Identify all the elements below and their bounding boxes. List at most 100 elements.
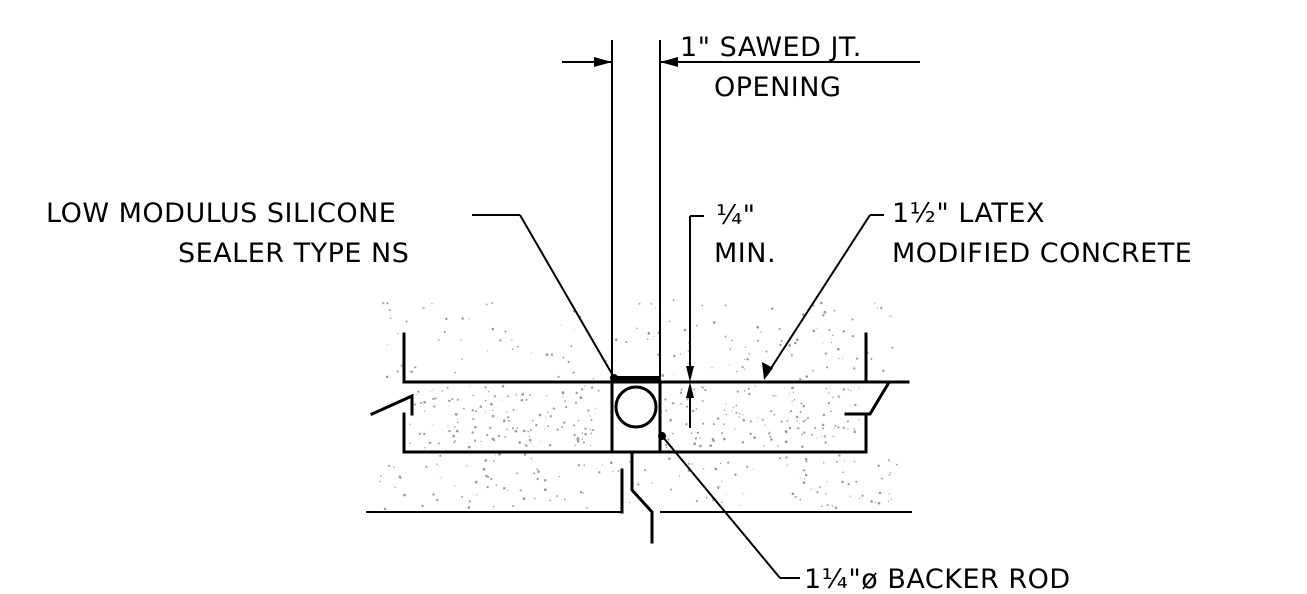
speckle-dot (430, 390, 432, 392)
speckle-dot (804, 458, 808, 461)
speckle-dot (721, 480, 723, 483)
speckle-dot (826, 481, 828, 483)
speckle-dot (617, 469, 620, 472)
speckle-dot (823, 310, 827, 314)
speckle-dot (493, 439, 496, 442)
speckle-dot (425, 465, 428, 468)
speckle-dot (779, 343, 782, 347)
speckle-dot (799, 498, 802, 501)
speckle-dot (748, 353, 751, 355)
speckle-dot (432, 493, 435, 496)
speckle-dot (414, 366, 417, 369)
speckle-dot (506, 411, 508, 413)
speckle-dot (794, 341, 797, 345)
speckle-dot (484, 459, 488, 462)
speckle-dot (493, 395, 496, 398)
speckle-dot (573, 433, 576, 437)
speckle-dot (816, 437, 818, 439)
speckle-dot (543, 488, 547, 492)
speckle-dot (439, 477, 441, 479)
speckle-dot (838, 357, 840, 359)
speckle-dot (474, 480, 478, 484)
speckle-dot (834, 506, 838, 510)
speckle-dot (467, 445, 471, 449)
speckle-dot (825, 387, 828, 390)
speckle-dot (799, 378, 802, 381)
speckle-dot (516, 345, 519, 348)
speckle-dot (770, 410, 773, 413)
speckle-dot (530, 457, 533, 460)
speckle-dot (716, 417, 720, 420)
speckle-dot (858, 497, 861, 500)
speckle-dot (699, 444, 702, 448)
speckle-dot (669, 418, 672, 422)
speckle-dot (823, 435, 826, 438)
speckle-dot (528, 438, 532, 442)
speckle-dot (508, 419, 511, 422)
speckle-dot (389, 317, 392, 320)
speckle-dot (579, 396, 582, 398)
speckle-dot (628, 461, 631, 463)
speckle-dot (738, 412, 741, 415)
speckle-dot (731, 339, 733, 342)
speckle-dot (547, 411, 549, 413)
speckle-dot (711, 366, 713, 369)
speckle-dot (680, 402, 683, 405)
speckle-dot (487, 390, 490, 393)
speckle-dot (380, 475, 382, 477)
overlay-leader (762, 214, 884, 380)
speckle-dot (741, 441, 745, 444)
speckle-dot (447, 425, 449, 427)
speckle-dot (680, 388, 683, 391)
speckle-dot (712, 439, 715, 442)
speckle-dot (485, 474, 488, 478)
speckle-dot (671, 402, 674, 405)
speckle-dot (728, 364, 730, 366)
speckle-dot (858, 418, 860, 421)
speckle-dot (466, 465, 468, 467)
speckle-dot (826, 504, 829, 507)
joint-cavity (610, 376, 662, 454)
speckle-dot (842, 426, 845, 429)
speckle-dot (474, 425, 477, 429)
speckle-dot (877, 502, 881, 505)
speckle-dot (830, 410, 832, 413)
speckle-dot (461, 358, 463, 360)
speckle-dot (704, 389, 707, 392)
speckle-dot (550, 353, 554, 356)
speckle-dot (549, 415, 552, 418)
speckle-dot (538, 413, 542, 417)
speckle-dot (685, 423, 688, 426)
speckle-dot (802, 404, 805, 408)
speckle-dot (422, 307, 424, 309)
speckle-dot (543, 428, 546, 430)
speckle-dot (665, 446, 667, 449)
speckle-dot (870, 357, 873, 360)
speckle-dot (522, 497, 526, 500)
speckle-dot (749, 432, 752, 435)
speckle-dot (784, 440, 788, 444)
speckle-dot (795, 415, 799, 419)
speckle-dot (468, 318, 470, 320)
speckle-dot (788, 426, 792, 430)
speckle-dot (895, 463, 898, 466)
speckle-dot (665, 409, 668, 412)
speckle-dot (424, 410, 426, 412)
speckle-dot (846, 420, 849, 423)
speckle-dot (876, 307, 879, 309)
speckle-dot (549, 499, 552, 502)
speckle-dot (525, 444, 528, 447)
speckle-dot (827, 401, 831, 405)
speckle-dot (687, 462, 690, 465)
speckle-dot (574, 444, 577, 447)
speckle-dot (461, 317, 464, 320)
speckle-dot (780, 420, 783, 423)
speckle-dot (504, 436, 507, 438)
min-depth-label-1: ¼" (716, 200, 756, 231)
speckle-dot (454, 371, 457, 374)
speckle-dot (874, 501, 877, 504)
speckle-dot (491, 327, 495, 331)
speckle-dot (441, 390, 444, 392)
speckle-dot (888, 474, 891, 476)
speckle-dot (748, 392, 751, 396)
